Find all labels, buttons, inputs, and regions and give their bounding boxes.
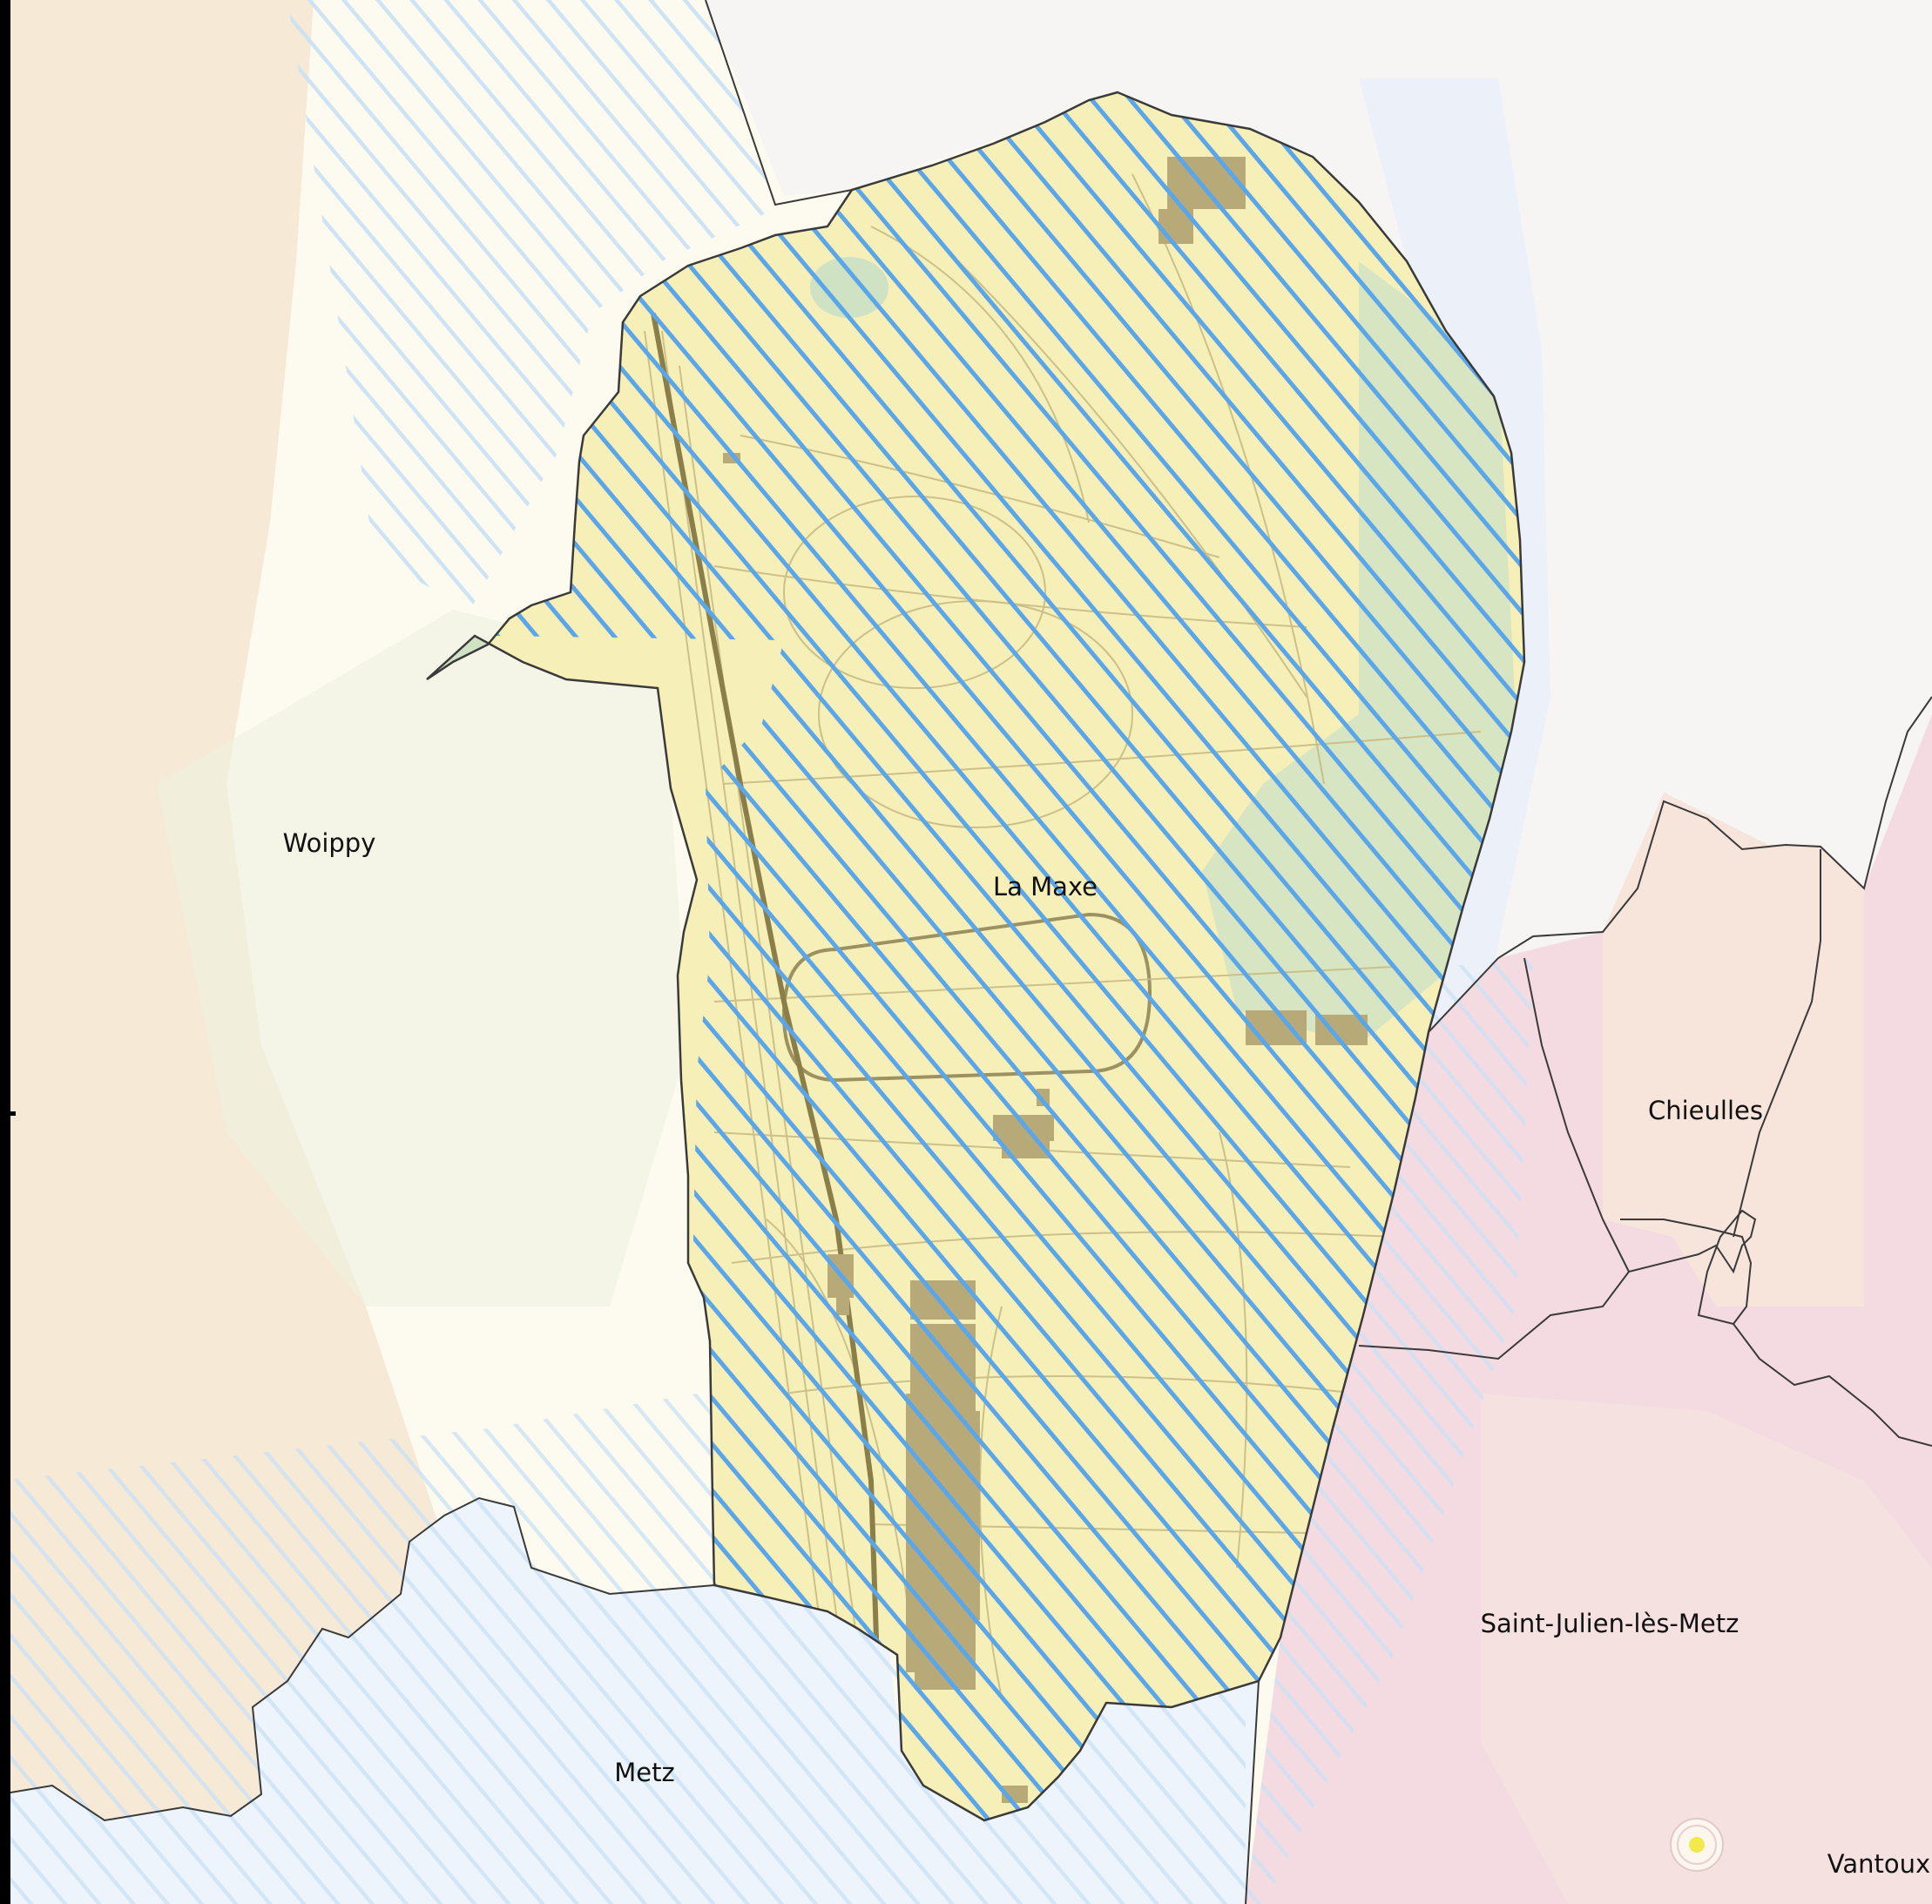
flood-zone-light-river <box>1246 958 1533 1904</box>
boundary-chieulles-east <box>1733 849 1821 1238</box>
boundary-chieulles-north <box>1428 696 1932 1033</box>
boundary-metz-saintjulien <box>1245 1680 1260 1904</box>
boundary-metz-north <box>0 1496 715 1822</box>
boundary-chieulles-west <box>1523 957 1630 1273</box>
flood-zone-hatch-strong <box>427 92 1524 1820</box>
boundary-saint-julien-north <box>1358 1209 1932 1447</box>
label-la-maxe: La Maxe <box>993 872 1098 901</box>
pin-marker-icon[interactable] <box>1670 1818 1724 1872</box>
green-zone-woippy <box>157 610 688 1306</box>
label-vantoux: Vantoux <box>1827 1849 1930 1879</box>
la-maxe-commune[interactable] <box>392 0 1932 1904</box>
zone-chieulles <box>1603 793 1864 1306</box>
label-saint-julien: Saint-Julien-lès-Metz <box>1481 1609 1739 1638</box>
zone-saint-julien-centre <box>1481 1394 1932 1904</box>
map-frame-tick <box>0 1111 16 1116</box>
zone-northeast <box>706 0 1932 1032</box>
label-metz: Metz <box>614 1758 674 1787</box>
la-maxe-boundary <box>426 91 1526 1822</box>
boundary-chieulles-south <box>1620 1219 1753 1325</box>
urban-zone-west <box>10 0 488 1904</box>
flood-zone-light-northwest <box>287 0 775 610</box>
label-woippy: Woippy <box>283 828 376 858</box>
boundary-woippy-north <box>705 0 853 206</box>
flood-zone-light-east <box>1359 78 1550 1032</box>
label-chieulles: Chieulles <box>1648 1096 1763 1125</box>
map-frame-left <box>0 0 10 1904</box>
